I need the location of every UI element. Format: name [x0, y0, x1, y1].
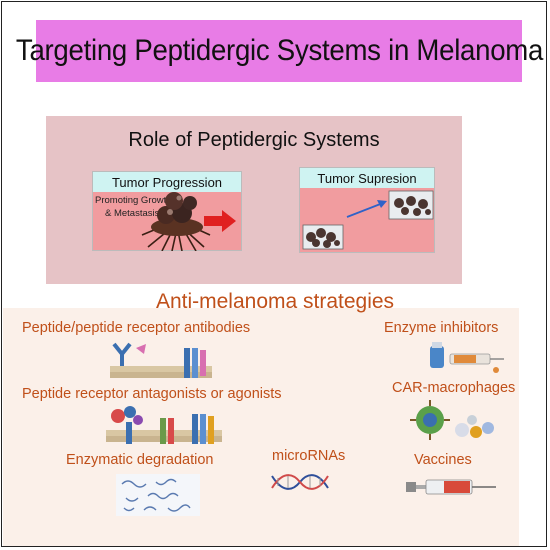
- syringe-icon: [406, 479, 496, 495]
- role-section-title: Role of Peptidergic Systems: [128, 129, 380, 151]
- antibody-receptor-icon: [110, 342, 212, 378]
- macrophage-icon: [410, 400, 494, 440]
- title-banner: Targeting Peptidergic Systems in Melanom…: [15, 20, 543, 82]
- progression-caption-line2: & Metastasis: [105, 208, 160, 219]
- tumor-suppression-heading: Tumor Supresion: [300, 168, 434, 188]
- tumor-shrinkage-icon: [302, 190, 434, 250]
- strategy-label-receptor-modulators: Peptide receptor antagonists or agonists: [22, 386, 282, 402]
- strategies-title: Anti-melanoma strategies: [155, 290, 395, 313]
- peptide-fragments-icon: [116, 474, 200, 516]
- role-section: Role of Peptidergic Systems Tumor Progre…: [46, 116, 462, 284]
- strategy-label-antibodies: Peptide/peptide receptor antibodies: [22, 320, 251, 336]
- strategy-label-enzyme-inhibitors: Enzyme inhibitors: [384, 320, 499, 336]
- strategy-label-vaccines: Vaccines: [414, 452, 472, 468]
- tumor-progression-heading: Tumor Progression: [93, 172, 241, 192]
- rna-helix-icon: [271, 474, 329, 490]
- syringe-vial-icon: [430, 342, 504, 373]
- tumor-suppression-panel: Tumor Supresion: [299, 167, 435, 253]
- tumor-progression-panel: Tumor Progression Promoting Growth & Met…: [92, 171, 242, 251]
- membrane-receptors-icon: [106, 406, 222, 444]
- page-title: Targeting Peptidergic Systems in Melanom…: [15, 34, 543, 67]
- strategy-label-enzymatic-degradation: Enzymatic degradation: [66, 452, 214, 468]
- strategy-label-micrornas: microRNAs: [272, 448, 346, 464]
- tumor-growth-icon: [141, 192, 236, 251]
- strategy-label-car-macrophages: CAR-macrophages: [392, 380, 516, 396]
- progression-caption-line1: Promoting Growth: [95, 195, 172, 206]
